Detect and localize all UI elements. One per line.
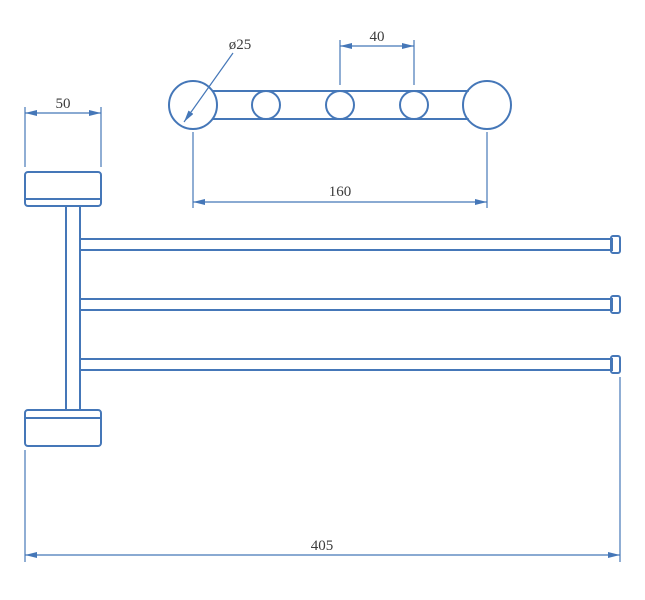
swing-arm-3 <box>79 358 613 371</box>
dimension-overall-length: 405 <box>24 377 621 562</box>
end-hook-left-circle <box>168 80 218 130</box>
swing-arm-2-end-cap <box>610 295 621 314</box>
end-hook-right-circle <box>462 80 512 130</box>
dimension-label-bracket-width: 50 <box>56 96 71 112</box>
wall-bracket-top <box>24 171 102 207</box>
dimension-hook-diameter: ø25 <box>183 37 252 123</box>
hook-circle-1 <box>251 90 281 120</box>
leader-line-hook-diameter <box>183 52 234 123</box>
swing-arm-1-end-cap <box>610 235 621 254</box>
top-view <box>168 80 512 130</box>
swing-arm-1 <box>79 238 613 251</box>
front-view <box>24 171 621 447</box>
swing-arm-2 <box>79 298 613 311</box>
dimension-hook-spacing: 40 <box>339 29 415 85</box>
swing-arm-3-end-cap <box>610 355 621 374</box>
dimension-label-overall-length: 405 <box>311 538 334 554</box>
dimension-bracket-width: 50 <box>24 96 102 167</box>
wall-bracket-bottom <box>24 409 102 447</box>
dimension-hook-span: 160 <box>192 132 488 208</box>
hook-circle-3 <box>399 90 429 120</box>
pivot-post <box>65 205 81 411</box>
dimension-label-hook-diameter: ø25 <box>229 37 252 53</box>
dimension-label-hook-span: 160 <box>329 184 352 200</box>
dimension-label-hook-spacing: 40 <box>370 29 385 45</box>
hook-circle-2 <box>325 90 355 120</box>
